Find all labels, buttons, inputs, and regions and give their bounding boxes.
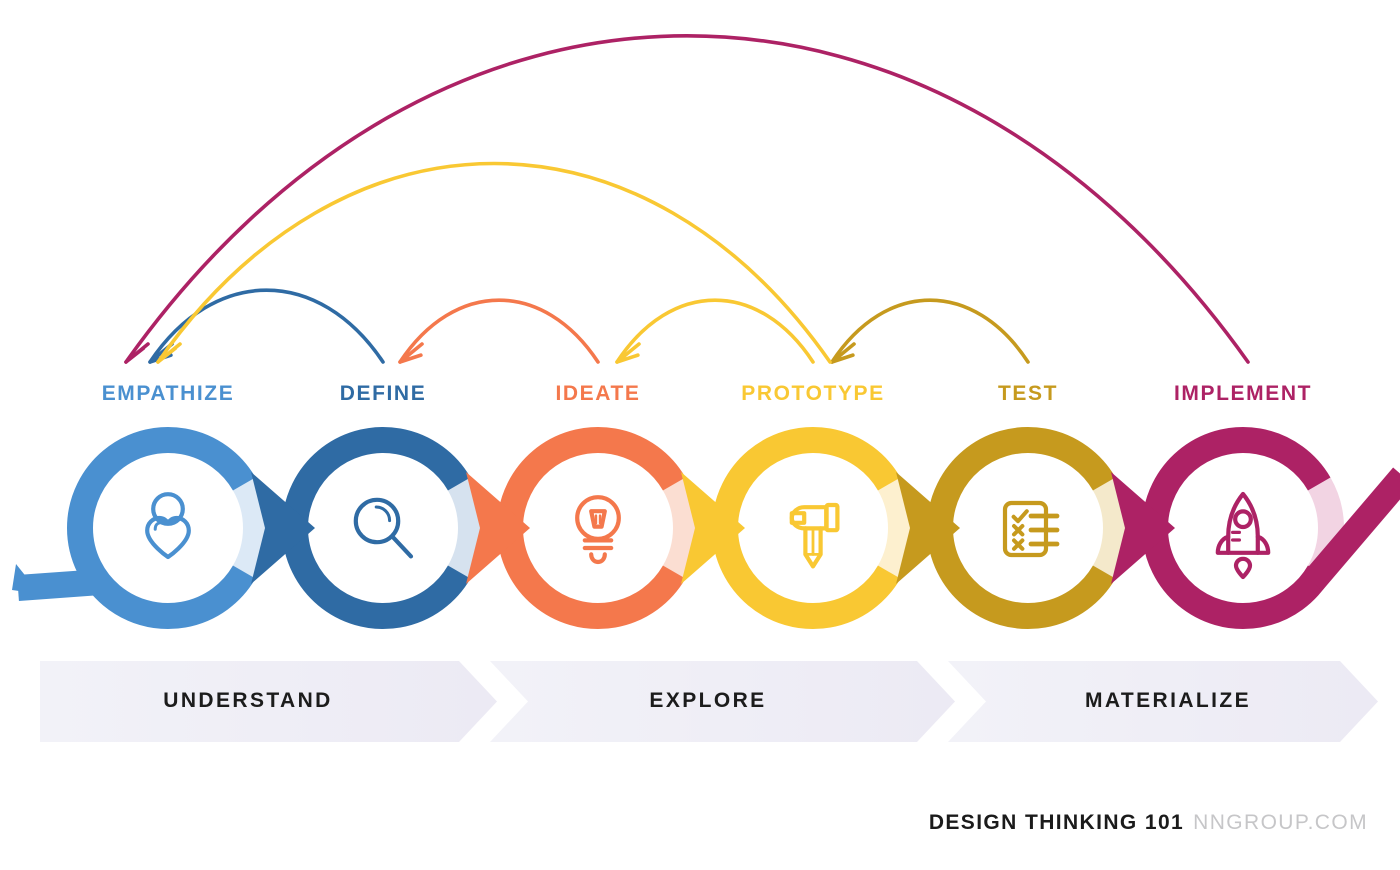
phase-arrow xyxy=(12,564,100,601)
arrow-head-shape xyxy=(896,472,960,584)
band-shape xyxy=(40,661,497,742)
rocket-icon xyxy=(1215,491,1271,580)
phase-label-ideate: IDEATE xyxy=(555,382,641,405)
phase-label-empathize: EMPATHIZE xyxy=(101,382,235,405)
band-label-explore: EXPLORE xyxy=(649,689,767,712)
arrow-head xyxy=(156,342,182,364)
phase-connector-arrow xyxy=(896,472,960,584)
phase-connector-arrow xyxy=(1111,472,1175,584)
phase-connector-arrow xyxy=(681,472,745,584)
arrow-head-shape xyxy=(681,472,745,584)
ring-gap-segment xyxy=(447,477,484,579)
phase-label-test: TEST xyxy=(997,382,1059,405)
arrow-head xyxy=(615,342,641,364)
band-shape xyxy=(948,661,1378,742)
ring-gap-segment xyxy=(1092,477,1129,579)
ring-gap-segment xyxy=(662,477,699,579)
phase-connector-arrow xyxy=(466,472,530,584)
band-label-materialize: MATERIALIZE xyxy=(1085,689,1251,712)
feedback-arc xyxy=(615,298,815,364)
feedback-arc xyxy=(156,161,832,364)
arrow-head xyxy=(830,342,856,364)
band-label-understand: UNDERSTAND xyxy=(163,689,333,712)
ring-gap-segment xyxy=(232,477,269,579)
arrow-head xyxy=(398,342,424,364)
footer-credit: DESIGN THINKING 101 NNGROUP.COM xyxy=(929,811,1368,835)
phase-arrow xyxy=(1302,467,1400,591)
phase-ring-group xyxy=(67,427,269,629)
arc-line xyxy=(156,161,832,364)
arc-line xyxy=(148,288,385,364)
arrow-head-shape xyxy=(251,472,315,584)
phase-connector-arrow xyxy=(251,472,315,584)
arrow-head-shape xyxy=(466,472,530,584)
magnifier-icon xyxy=(353,497,414,559)
phase-label-define: DEFINE xyxy=(339,382,427,405)
arrow-trailing-tail xyxy=(1302,467,1400,591)
footer-site: NNGROUP.COM xyxy=(1193,811,1368,834)
lightbulb-icon xyxy=(575,495,621,565)
arc-line xyxy=(830,298,1030,364)
hammer-pencil-icon xyxy=(789,502,840,569)
arrow-head xyxy=(124,342,150,364)
arrow-head-shape xyxy=(1111,472,1175,584)
arrow-tail-notch xyxy=(12,564,40,594)
arc-line xyxy=(615,298,815,364)
checklist-icon xyxy=(1002,500,1060,558)
feedback-arc xyxy=(124,34,1250,364)
band-shape xyxy=(490,661,955,742)
phase-label-implement: IMPLEMENT xyxy=(1173,382,1313,405)
phase-label-prototype: PROTOTYPE xyxy=(741,382,885,405)
ring-gap-segment xyxy=(877,477,914,579)
feedback-arc xyxy=(830,298,1030,364)
arc-line xyxy=(398,298,600,364)
person-heart-icon xyxy=(145,492,191,560)
footer-brand: DESIGN THINKING 101 xyxy=(928,811,1185,834)
ring-arc xyxy=(67,427,256,629)
feedback-arc xyxy=(398,298,600,364)
arc-line xyxy=(124,34,1250,364)
